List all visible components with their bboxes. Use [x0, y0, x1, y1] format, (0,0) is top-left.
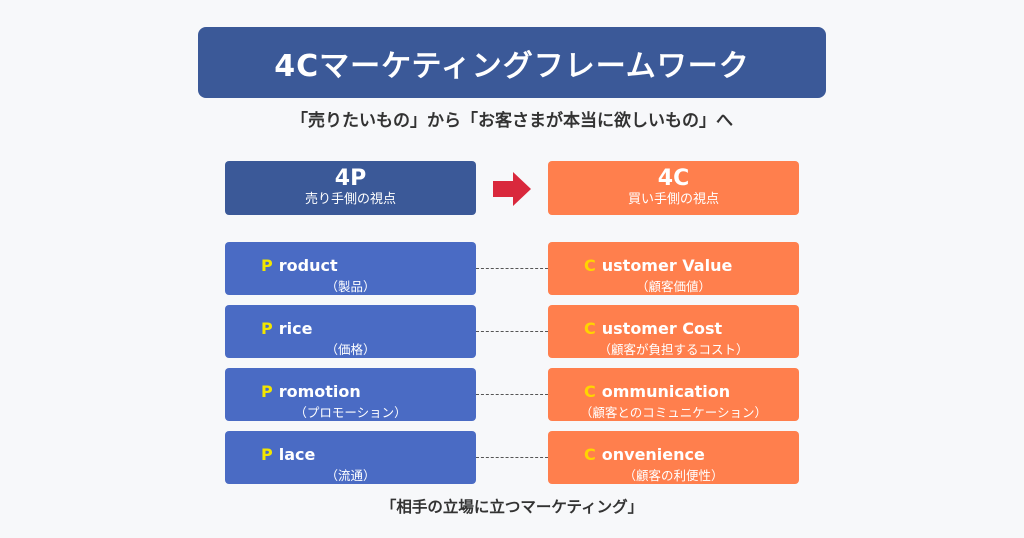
header-4p: 4P 売り手側の視点	[225, 161, 476, 215]
title-banner: 4Cマーケティングフレームワーク	[198, 27, 826, 98]
header-4c: 4C 買い手側の視点	[548, 161, 799, 215]
right-arrow-icon	[493, 172, 531, 210]
c-jp: （顧客の利便性）	[623, 468, 724, 483]
p-jp: （流通）	[325, 468, 376, 483]
c-word: ommunication	[601, 382, 731, 401]
c-letter: C	[584, 319, 596, 338]
p-letter: P	[261, 382, 273, 401]
p-word: lace	[278, 445, 316, 464]
connector-line	[476, 268, 548, 269]
p-jp: （プロモーション）	[294, 405, 407, 420]
p-word: romotion	[278, 382, 361, 401]
footer-tagline: 「相手の立場に立つマーケティング」	[380, 498, 644, 516]
c-letter: C	[584, 445, 596, 464]
header-4c-title: 4C	[657, 166, 690, 191]
connector-line	[476, 394, 548, 395]
subtitle: 「売りたいもの」から「お客さまが本当に欲しいもの」へ	[291, 111, 733, 131]
c-jp: （顧客が負担するコスト）	[598, 342, 749, 357]
connector-line	[476, 331, 548, 332]
c-letter: C	[584, 256, 596, 275]
p-word: rice	[278, 319, 313, 338]
connector-line	[476, 457, 548, 458]
p-jp: （製品）	[325, 279, 376, 294]
c-jp: （顧客価値）	[635, 279, 711, 294]
p-word: roduct	[278, 256, 338, 275]
p-jp: （価格）	[325, 342, 376, 357]
p-letter: P	[261, 319, 273, 338]
header-4c-caption: 買い手側の視点	[627, 192, 719, 207]
p-letter: P	[261, 445, 273, 464]
c-word: onvenience	[601, 445, 705, 464]
c-jp: （顧客とのコミュニケーション）	[579, 405, 768, 420]
page-title: 4Cマーケティングフレームワーク	[274, 48, 750, 84]
c-letter: C	[584, 382, 596, 401]
c-word: ustomer Cost	[601, 319, 723, 338]
header-4p-caption: 売り手側の視点	[304, 192, 396, 207]
header-4p-title: 4P	[334, 166, 367, 191]
p-letter: P	[261, 256, 273, 275]
c-word: ustomer Value	[601, 256, 733, 275]
